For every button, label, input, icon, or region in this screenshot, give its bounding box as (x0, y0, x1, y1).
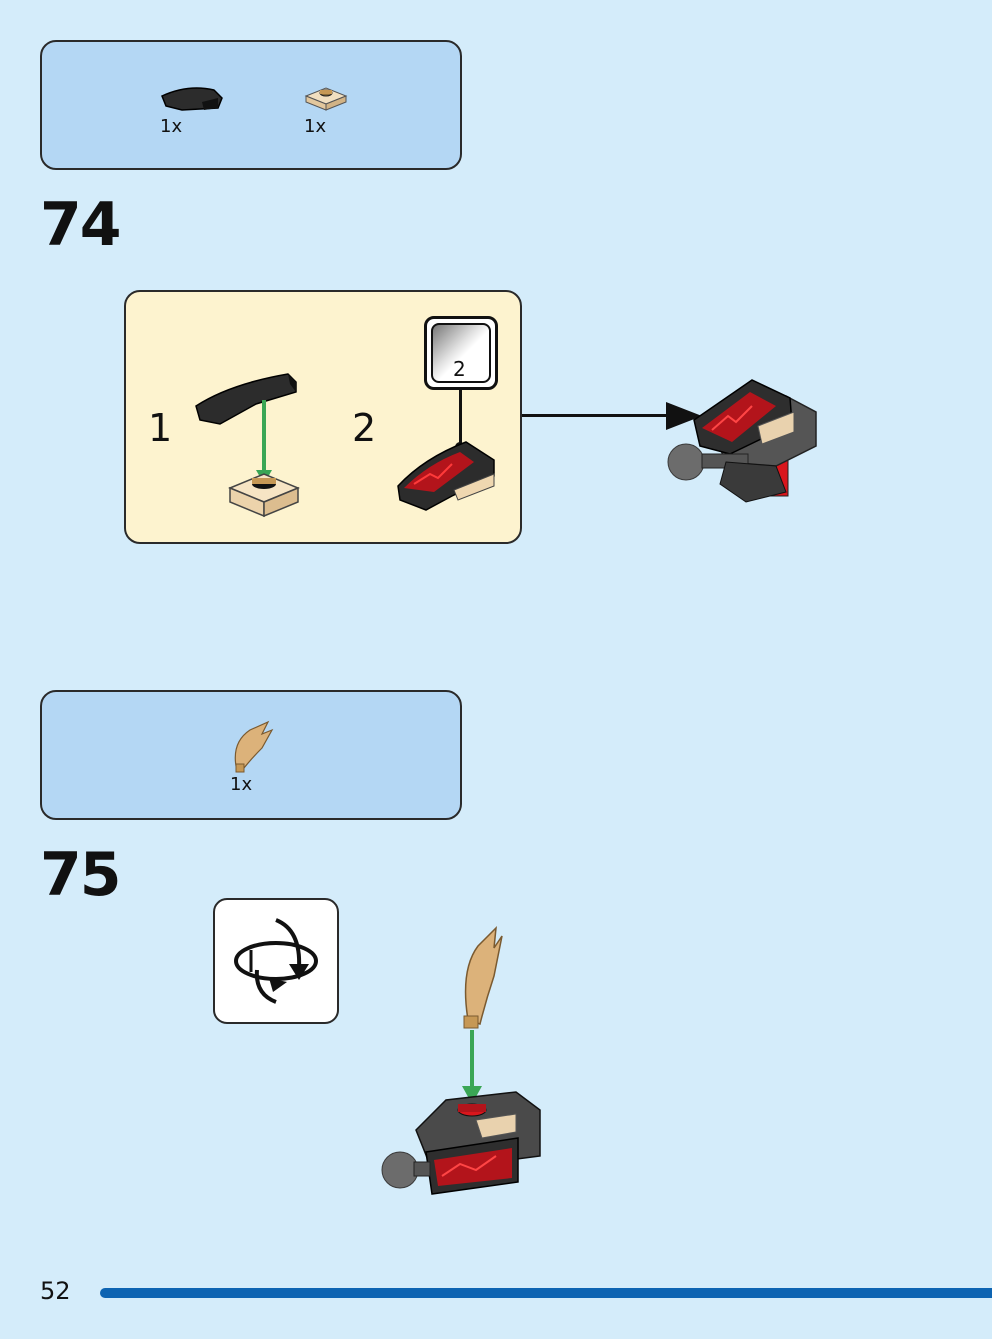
part-qty: 1x (304, 116, 327, 137)
substep-panel: 1 2 2 (124, 290, 522, 544)
result-arrow-head (666, 402, 702, 430)
step-75-model (381, 925, 541, 1195)
callout-leader-line (459, 390, 462, 444)
step-number-75: 75 (40, 840, 121, 910)
part-qty: 1x (230, 774, 253, 795)
sticker-icon (431, 323, 491, 383)
parts-list-74: 1x 1x (40, 40, 462, 170)
sticker-number: 2 (453, 357, 466, 381)
part-qty: 1x (160, 116, 183, 137)
black-curved-slope-part (161, 87, 223, 111)
parts-list-75: 1x (40, 690, 462, 820)
rotate-model-icon (234, 918, 318, 1004)
substep-1-assembly (195, 373, 300, 518)
substep-number-2: 2 (352, 406, 377, 450)
page-number: 52 (40, 1277, 71, 1305)
page-progress-bar (100, 1288, 992, 1298)
substep-number-1: 1 (148, 406, 173, 450)
step-74-result-model (667, 379, 817, 503)
tan-flame-part (234, 720, 274, 773)
rotate-model-box (213, 898, 339, 1024)
step-number-74: 74 (40, 190, 121, 260)
sticker-callout: 2 (424, 316, 498, 390)
tan-plate-part (304, 87, 348, 111)
substep-2-assembly (397, 441, 495, 511)
result-arrow-line (522, 414, 672, 417)
